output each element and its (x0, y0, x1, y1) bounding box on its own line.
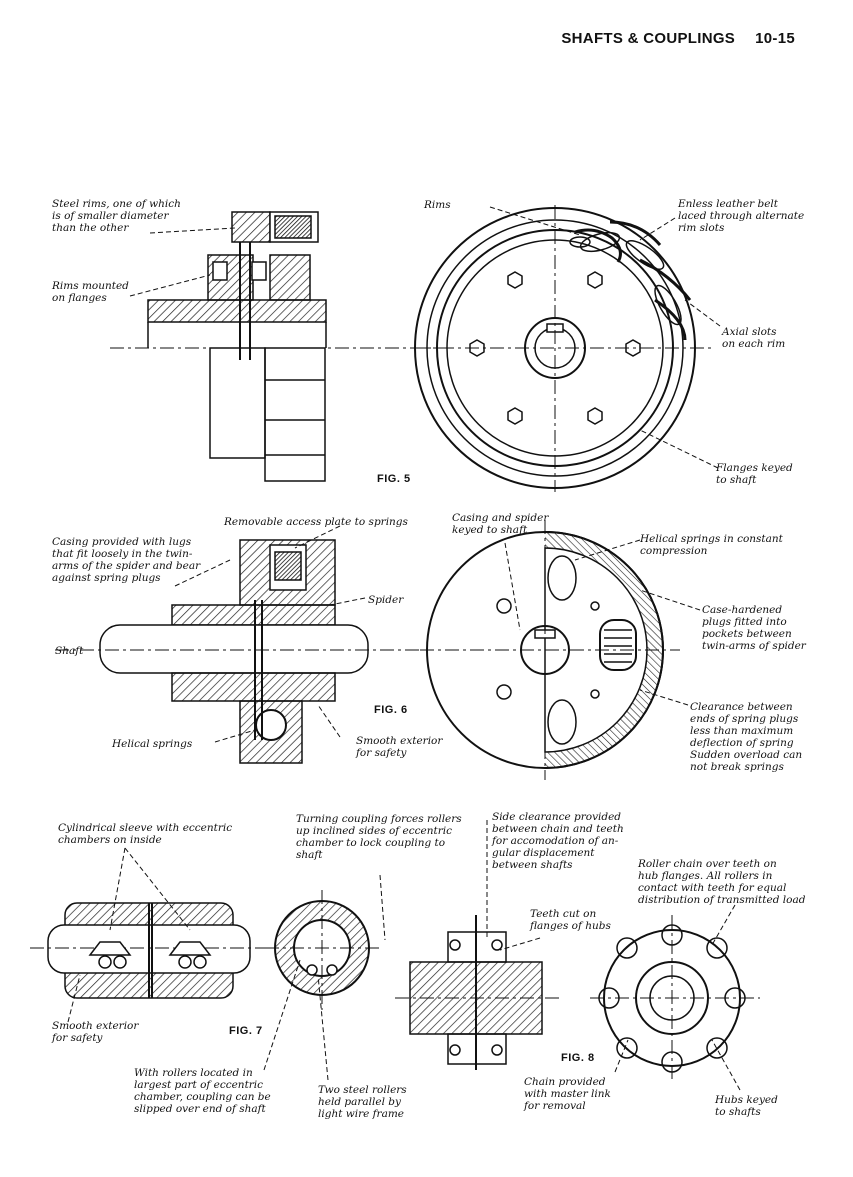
fig6-label-plugs: Case-hardened plugs fitted into pockets … (702, 604, 806, 652)
fig6-section-view (55, 539, 420, 764)
fig7-label-two-rollers: Two steel rollers held parallel by light… (318, 1084, 407, 1120)
page-header: SHAFTS & COUPLINGS 10-15 (561, 30, 795, 47)
fig5-label-axial-slots: Axial slots on each rim (722, 326, 786, 350)
fig6-label-access-plate: Removable access plate to springs (224, 516, 408, 528)
fig6-label-spider: Spider (368, 594, 404, 606)
fig8-label-chain-master: Chain provided with master link for remo… (524, 1076, 611, 1112)
fig7-views (30, 890, 380, 1010)
fig5-label-belt: Enless leather belt laced through altern… (678, 198, 805, 234)
fig6-label-helical-compression: Helical springs in constant compression (640, 533, 783, 557)
fig7-caption: FIG. 7 (229, 1025, 263, 1037)
fig5-label-rims-mounted: Rims mounted on flanges (52, 280, 129, 304)
section-title: SHAFTS & COUPLINGS (561, 30, 736, 47)
fig8-caption: FIG. 8 (561, 1052, 595, 1064)
fig6-label-helical-springs: Helical springs (112, 738, 193, 750)
fig5-label-rims: Rims (424, 199, 451, 211)
fig6-end-view (420, 520, 680, 780)
fig6-label-clearance: Clearance between ends of spring plugs l… (690, 701, 803, 773)
fig8-label-roller-chain: Roller chain over teeth on hub flanges. … (638, 858, 806, 906)
fig5-section-view (110, 211, 440, 482)
fig6-label-casing-spider-keyed: Casing and spider keyed to shaft (452, 512, 549, 536)
fig6-caption: FIG. 6 (374, 704, 408, 716)
fig5-label-flanges-keyed: Flanges keyed to shaft (716, 462, 793, 486)
fig6-label-casing-lugs: Casing provided with lugs that fit loose… (52, 536, 201, 584)
fig8-label-side-clearance: Side clearance provided between chain an… (492, 811, 624, 871)
page-number: 10-15 (755, 30, 795, 47)
fig7-label-rollers-located: With rollers located in largest part of … (134, 1067, 271, 1115)
fig5-label-steel-rims: Steel rims, one of which is of smaller d… (52, 198, 181, 234)
fig7-label-turning: Turning coupling forces rollers up incli… (296, 813, 462, 861)
fig5-end-view (414, 205, 715, 492)
leader-lines (67, 206, 741, 1091)
fig7-label-smooth-exterior: Smooth exterior for safety (52, 1020, 139, 1044)
fig7-label-sleeve: Cylindrical sleeve with eccentric chambe… (58, 822, 233, 846)
fig5-caption: FIG. 5 (377, 473, 411, 485)
fig6-label-smooth-exterior: Smooth exterior for safety (356, 735, 443, 759)
fig8-label-teeth-cut: Teeth cut on flanges of hubs (530, 908, 611, 932)
fig8-label-hubs-keyed: Hubs keyed to shafts (715, 1094, 778, 1118)
fig8-views (395, 915, 760, 1080)
fig6-label-shaft: Shaft (55, 645, 84, 657)
